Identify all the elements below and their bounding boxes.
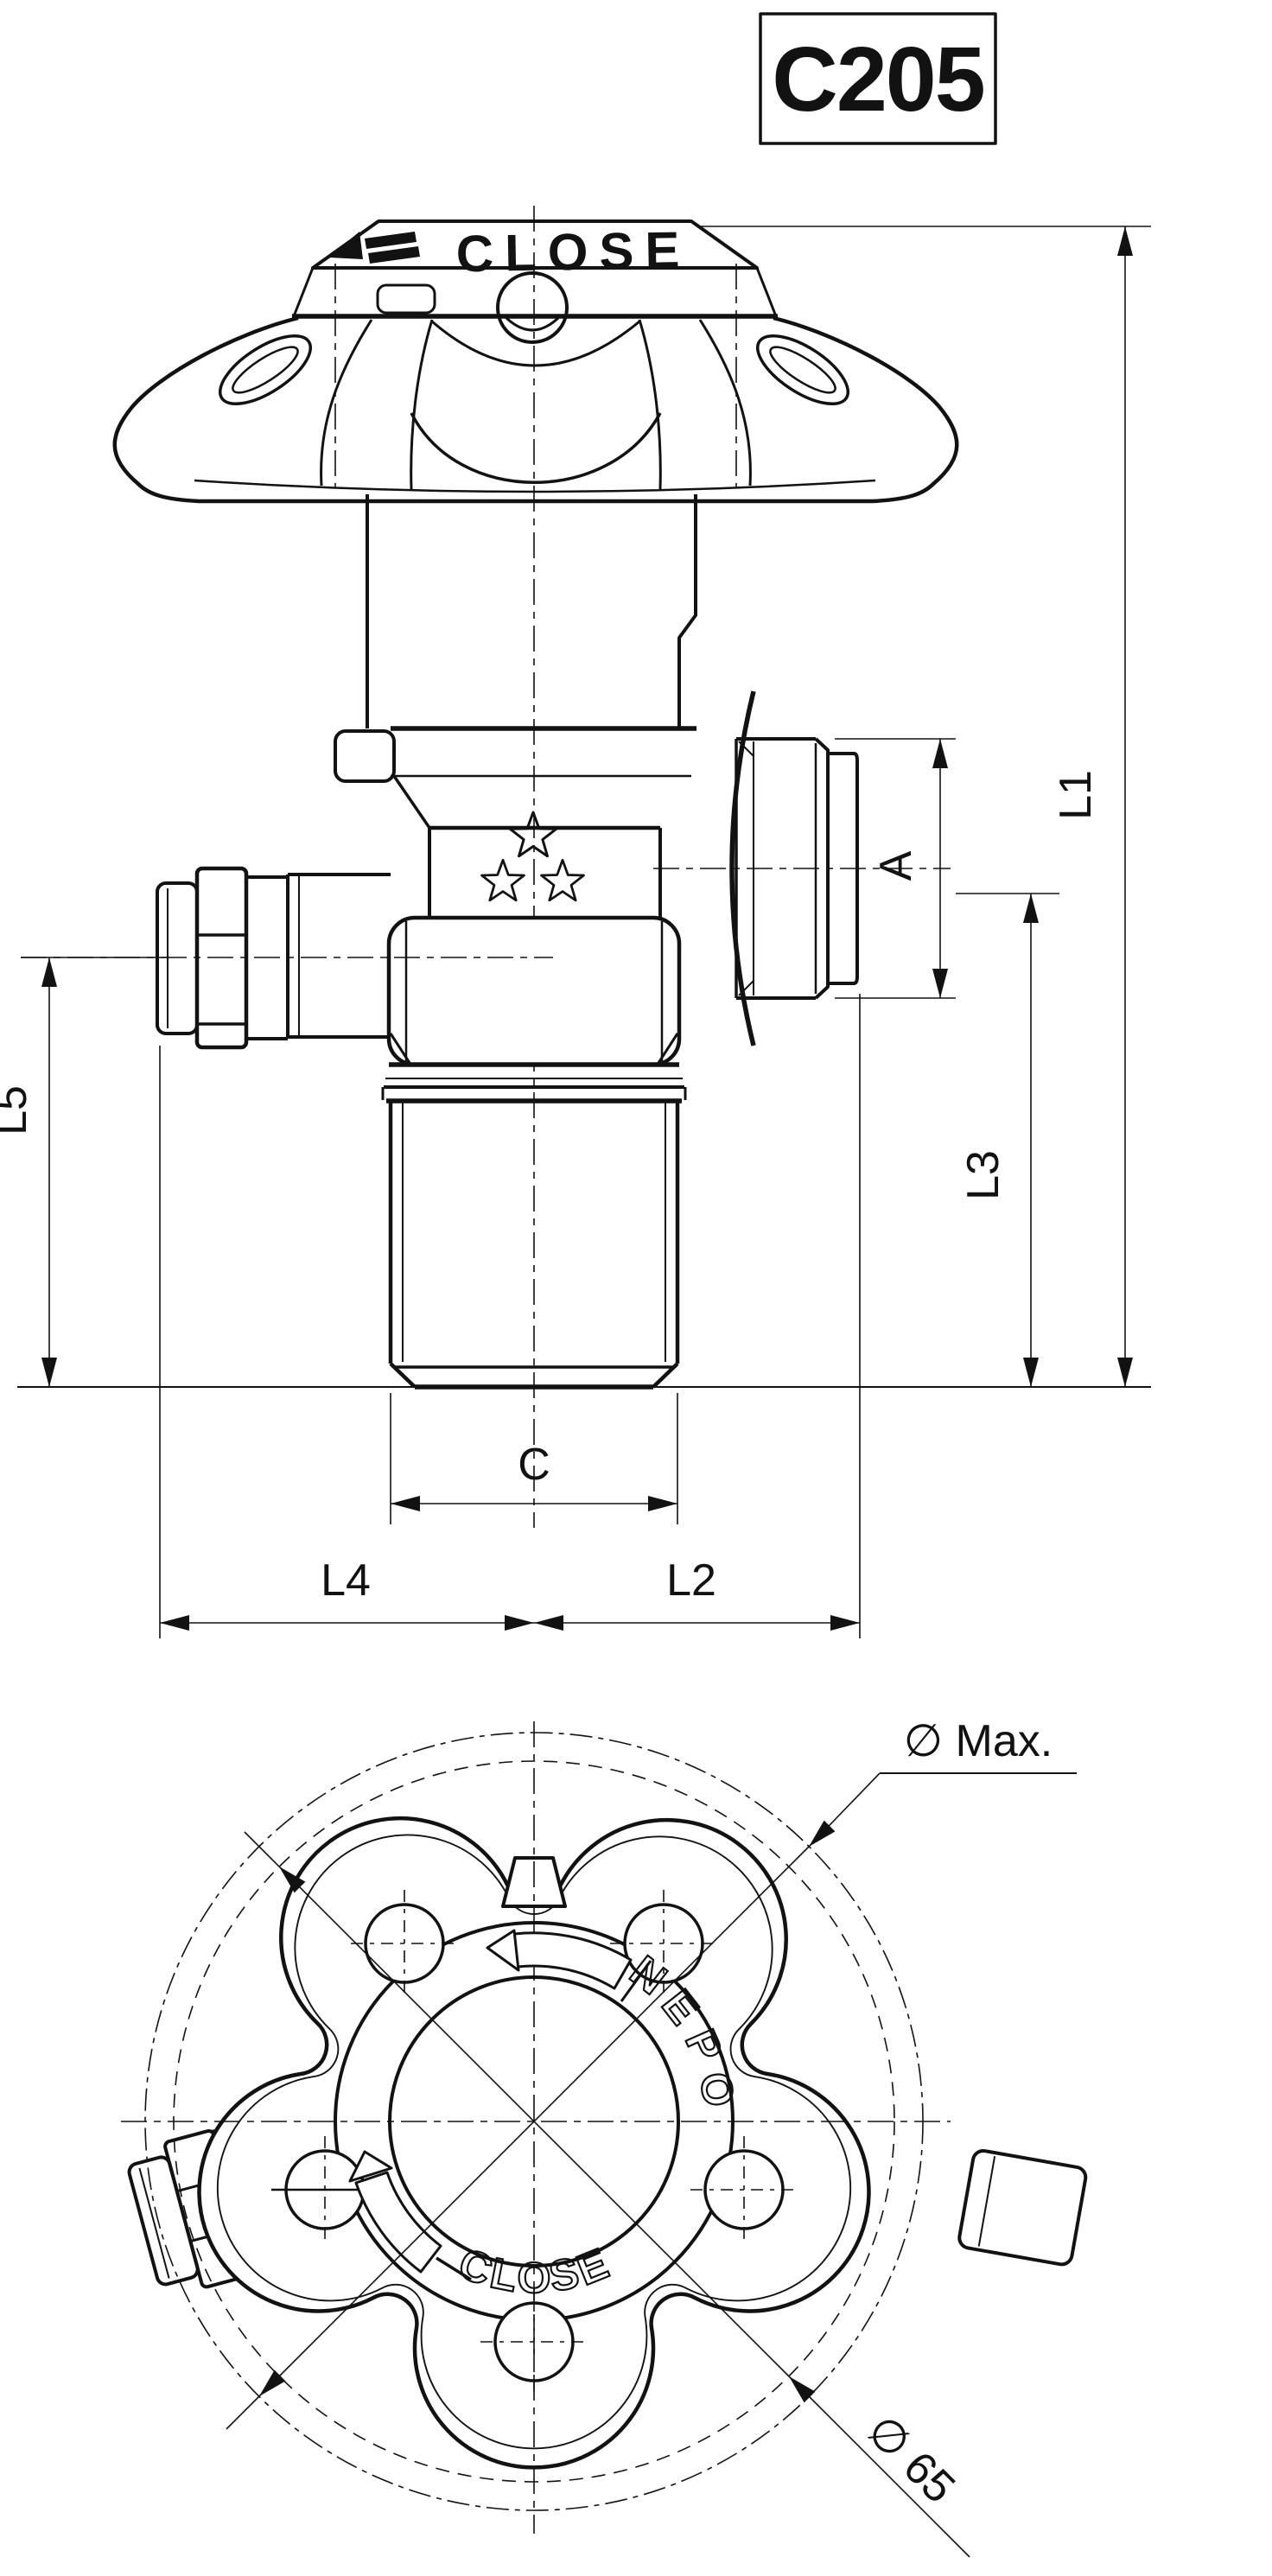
outlet-port [653,690,951,1046]
valve-body [381,811,687,1104]
open-direction-arrow-icon [486,1929,652,2002]
handwheel-slot-right [755,334,850,406]
handwheel-close-engraving: CLOSE [455,221,691,283]
outlet-port-top [957,2148,1088,2267]
label-A: A [871,850,921,881]
front-view: CLOSE [0,206,1151,1638]
close-letter: O [518,2254,551,2302]
close-direction-arrow-icon [328,232,420,264]
relief-device-port [21,866,553,1050]
label-L4: L4 [321,1555,371,1606]
dimensions-front: L1 L3 L5 A C L4 L2 [0,226,1151,1638]
label-L1: L1 [1051,770,1101,820]
top-view: O P E N C L O S E ∅ Max. [121,1716,1088,2558]
label-L2: L2 [666,1555,716,1606]
label-L3: L3 [958,1150,1008,1200]
quality-stars-icon [480,811,585,902]
close-direction-arrow-top-icon [348,2150,472,2281]
label-L5: L5 [0,1085,36,1135]
bonnet-tab [334,729,396,783]
label-dia-65: ∅ 65 [857,2406,964,2513]
handwheel-slot-left [218,334,313,406]
bonnet-stem [334,494,697,829]
label-C: C [518,1440,550,1490]
label-dia-max: ∅ Max. [904,1716,1053,1766]
handwheel-center-cap [496,271,569,344]
title-block: C205 [759,12,997,145]
close-engraving: C L O S E [451,2237,616,2303]
handwheel-side: CLOSE [112,219,959,504]
model-number-label: C205 [772,29,983,130]
